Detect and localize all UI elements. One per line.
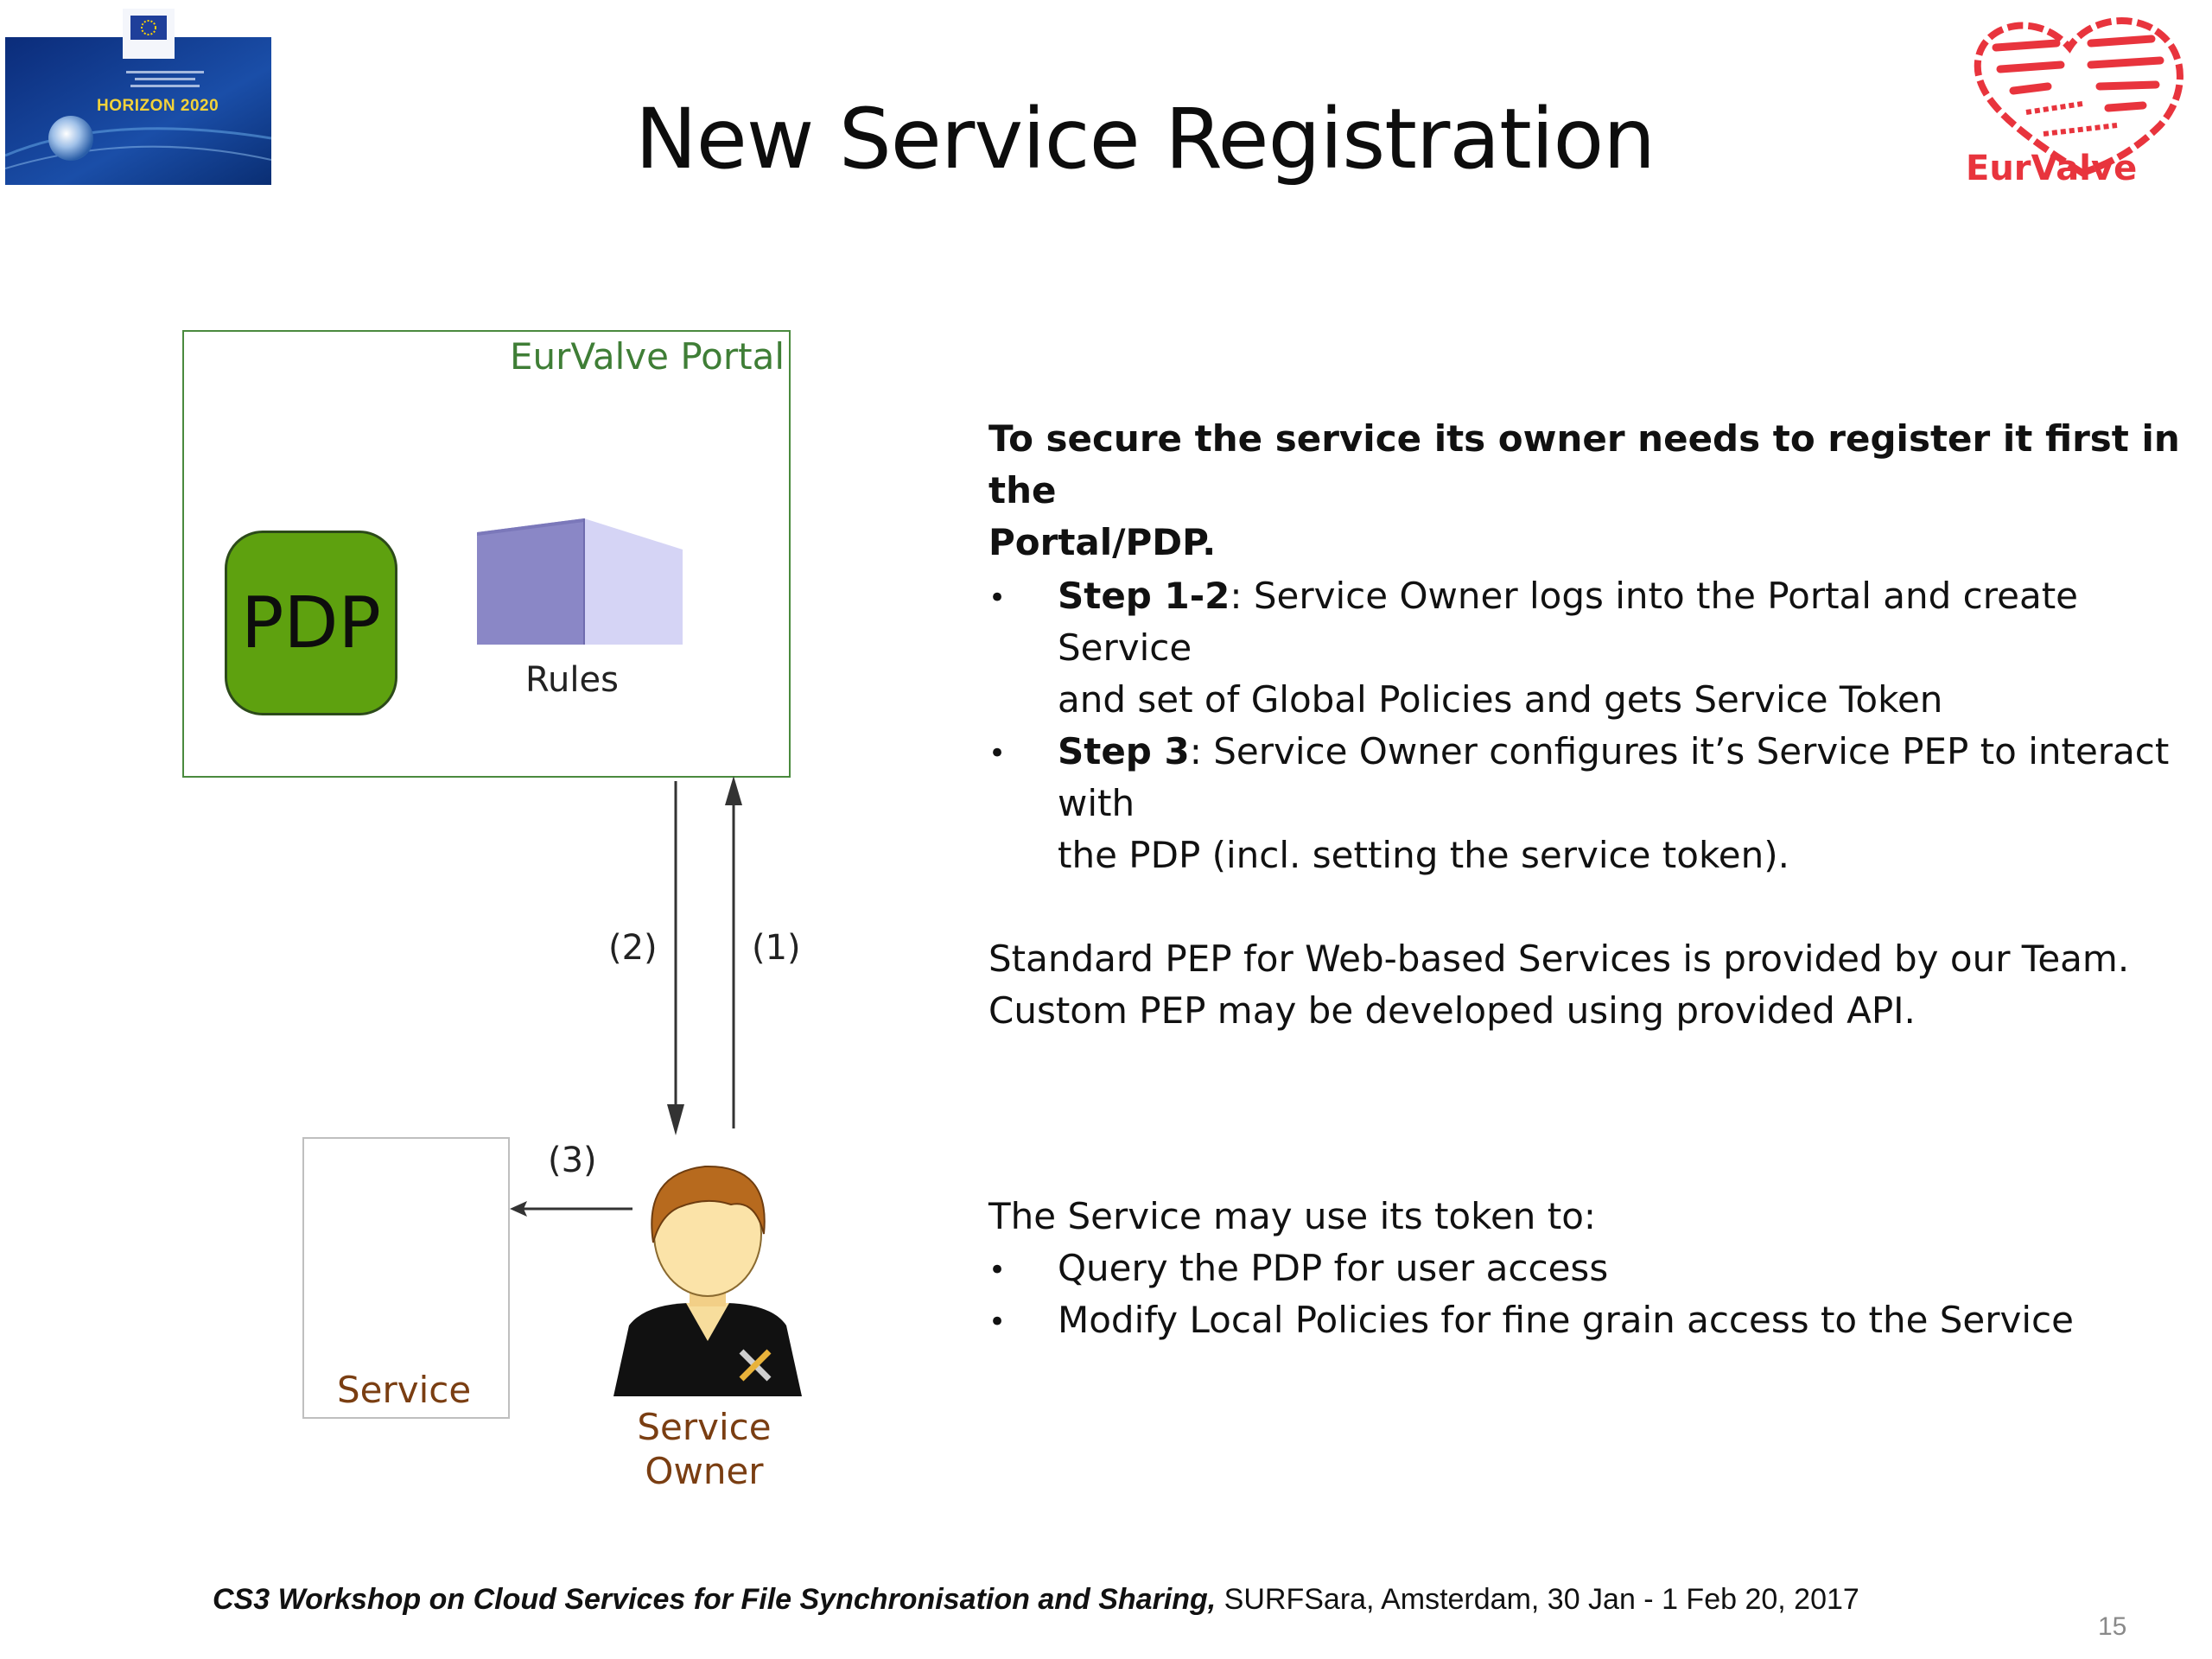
service-label: Service [337, 1369, 472, 1411]
step-3-label: (3) [548, 1141, 597, 1180]
arrows-connector [657, 769, 760, 1144]
horizon-logo-text: HORIZON 2020 [97, 97, 219, 115]
owner-label-line-2: Owner [645, 1450, 764, 1492]
bullet: • [988, 1253, 1007, 1287]
owner-label-line-1: Service [637, 1406, 772, 1448]
intro-line-1: To secure the service its owner needs to… [988, 417, 2180, 512]
step-1-2-item: • Step 1-2: Service Owner logs into the … [988, 570, 2198, 726]
step-3-bold: Step 3 [1058, 730, 1190, 772]
footer-workshop: CS3 Workshop on Cloud Services for File … [213, 1583, 1217, 1616]
list-item: • Query the PDP for user access [988, 1243, 2198, 1294]
pdp-label: PDP [240, 582, 382, 664]
step-3-item: • Step 3: Service Owner configures it’s … [988, 726, 2207, 881]
pep-text: Standard PEP for Web-based Services is p… [988, 933, 2198, 1037]
pep-line-1: Standard PEP for Web-based Services is p… [988, 938, 2130, 980]
footer: CS3 Workshop on Cloud Services for File … [213, 1583, 1859, 1617]
step-1-2-bold: Step 1-2 [1058, 575, 1230, 617]
token-use-1: Query the PDP for user access [1058, 1247, 1609, 1289]
rules-label: Rules [525, 660, 619, 700]
service-owner-icon [610, 1156, 805, 1403]
portal-box [182, 330, 791, 778]
list-item: • Modify Local Policies for fine grain a… [988, 1294, 2198, 1346]
bullet: • [988, 736, 1007, 771]
intro-text: To secure the service its owner needs to… [988, 413, 2190, 569]
pdp-box: PDP [225, 531, 397, 715]
service-box [302, 1137, 510, 1419]
portal-label: EurValve Portal [510, 335, 785, 378]
eurvalve-logo-text: EurValve [1966, 149, 2138, 188]
token-intro: The Service may use its token to: [988, 1195, 1597, 1237]
page-title: New Service Registration [634, 91, 1656, 188]
token-use-2: Modify Local Policies for fine grain acc… [1058, 1299, 2074, 1341]
bullet: • [988, 581, 1007, 615]
token-uses: The Service may use its token to: • Quer… [988, 1191, 2198, 1346]
intro-line-2: Portal/PDP. [988, 521, 1217, 563]
step-3-text-1: : Service Owner configures it’s Service … [1058, 730, 2170, 824]
step-1-2-text-1: : Service Owner logs into the Portal and… [1058, 575, 2078, 669]
pep-line-2: Custom PEP may be developed using provid… [988, 989, 1916, 1032]
step-3-arrow [505, 1198, 634, 1227]
rules-cube-icon [475, 517, 684, 653]
step-1-label: (1) [752, 928, 801, 968]
page-number: 15 [2098, 1612, 2127, 1641]
footer-venue: SURFSara, Amsterdam, 30 Jan - 1 Feb 20, … [1216, 1583, 1859, 1616]
horizon-2020-logo [5, 9, 271, 185]
step-1-2-text-2: and set of Global Policies and gets Serv… [1058, 678, 1943, 721]
bullet: • [988, 1305, 1007, 1339]
step-2-label: (2) [608, 928, 658, 968]
service-owner-label: Service Owner [622, 1405, 786, 1493]
step-3-text-2: the PDP (incl. setting the service token… [1058, 834, 1789, 876]
eurvalve-logo [1961, 9, 2203, 194]
